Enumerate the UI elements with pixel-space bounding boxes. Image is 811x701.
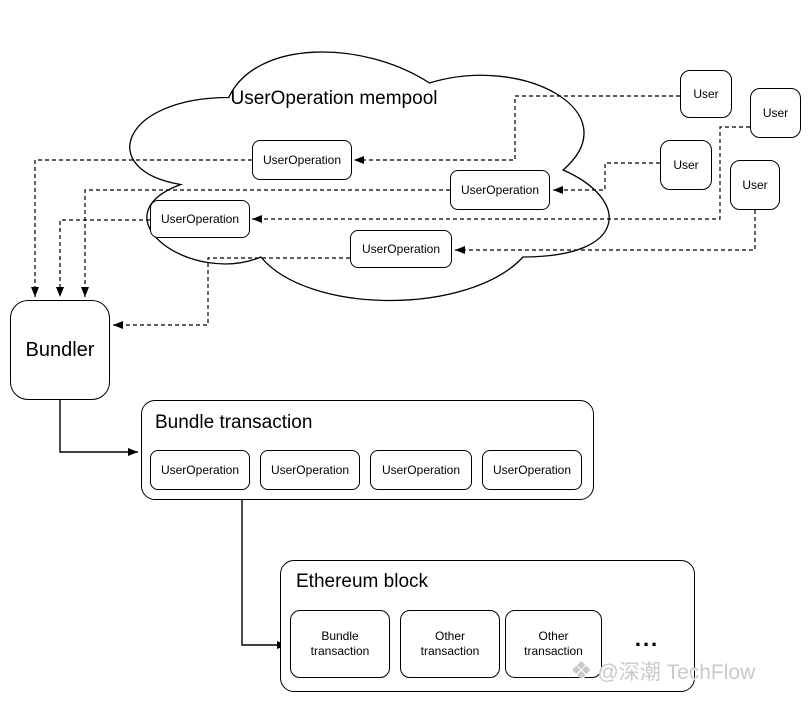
user-box-1: User — [680, 70, 732, 118]
mempool-userop-1: UserOperation — [252, 140, 352, 180]
watermark: ❖ @深潮 TechFlow — [570, 656, 755, 686]
eth-other-transaction-1: Other transaction — [400, 610, 500, 678]
eth-bundle-transaction: Bundle transaction — [290, 610, 390, 678]
bundle-userop-3: UserOperation — [370, 450, 472, 490]
mempool-userop-3: UserOperation — [150, 200, 250, 238]
connector-bundler-to-bundle-transaction — [59, 400, 138, 456]
bundle-userop-1: UserOperation — [150, 450, 250, 490]
connector-userop4-to-bundler — [113, 257, 350, 329]
bundle-transaction-title: Bundle transaction — [155, 412, 313, 433]
bundle-userop-2: UserOperation — [260, 450, 360, 490]
mempool-userop-4: UserOperation — [350, 230, 452, 268]
bundle-userop-4: UserOperation — [482, 450, 582, 490]
eth-more-ellipsis: ... — [634, 626, 660, 651]
connector-user3-to-userop2 — [553, 162, 660, 194]
watermark-text: @深潮 TechFlow — [597, 661, 756, 684]
connector-user4-to-userop4 — [455, 210, 756, 254]
mempool-title: UserOperation mempool — [230, 88, 438, 109]
user-box-3: User — [660, 140, 712, 190]
mempool-userop-2: UserOperation — [450, 170, 550, 210]
bundler-box: Bundler — [10, 300, 110, 400]
user-box-4: User — [730, 160, 780, 210]
connector-userop3-to-bundler — [56, 219, 150, 297]
eth-other-transaction-2: Other transaction — [505, 610, 602, 678]
techflow-gem-icon: ❖ — [570, 656, 593, 685]
user-box-2: User — [750, 88, 801, 138]
ethereum-block-title: Ethereum block — [296, 571, 429, 592]
